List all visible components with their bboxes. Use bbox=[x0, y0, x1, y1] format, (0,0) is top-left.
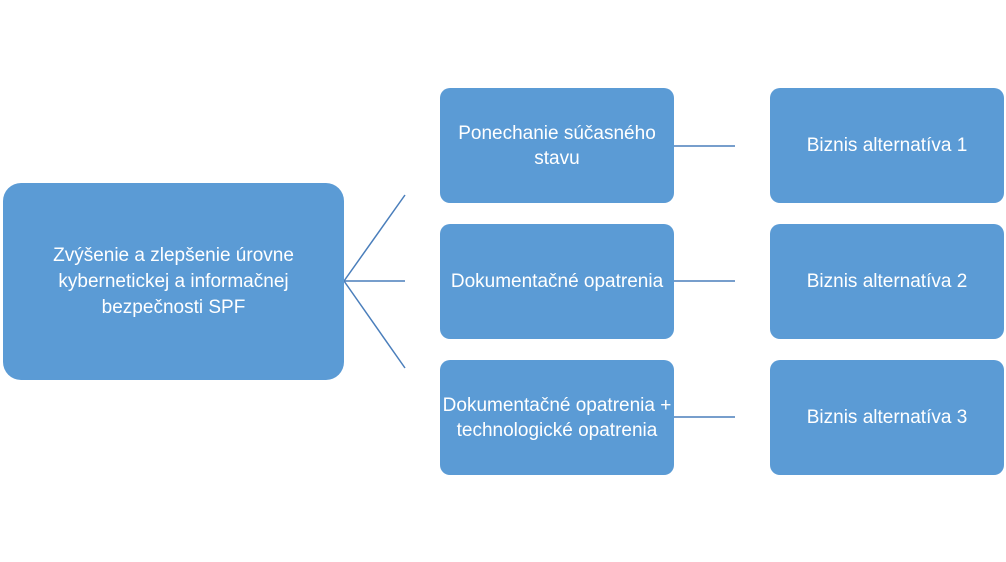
root-goal-label: Zvýšenie a zlepšenie úrovne kyberneticke… bbox=[53, 244, 294, 318]
alternative-label-3: Biznis alternatíva 3 bbox=[806, 407, 968, 428]
option-label-1: Ponechanie súčasného stavu bbox=[458, 122, 656, 169]
option-node-1: Ponechanie súčasného stavu bbox=[440, 88, 674, 203]
option-node-3: Dokumentačné opatrenia + technologické o… bbox=[440, 360, 674, 475]
alternative-node-3: Biznis alternatíva 3 bbox=[770, 360, 1004, 475]
connector-root-to-option-1 bbox=[343, 194, 406, 282]
alternative-node-2: Biznis alternatíva 2 bbox=[770, 224, 1004, 339]
option-label-2: Dokumentačné opatrenia bbox=[450, 271, 664, 292]
connector-root-to-option-3 bbox=[343, 280, 406, 369]
alternative-label-1: Biznis alternatíva 1 bbox=[806, 135, 968, 156]
alternative-node-1: Biznis alternatíva 1 bbox=[770, 88, 1004, 203]
option-node-2: Dokumentačné opatrenia bbox=[440, 224, 674, 339]
option-label-3: Dokumentačné opatrenia + technologické o… bbox=[442, 394, 672, 441]
alternative-label-2: Biznis alternatíva 2 bbox=[806, 271, 968, 292]
root-goal-node: Zvýšenie a zlepšenie úrovne kyberneticke… bbox=[3, 183, 344, 380]
